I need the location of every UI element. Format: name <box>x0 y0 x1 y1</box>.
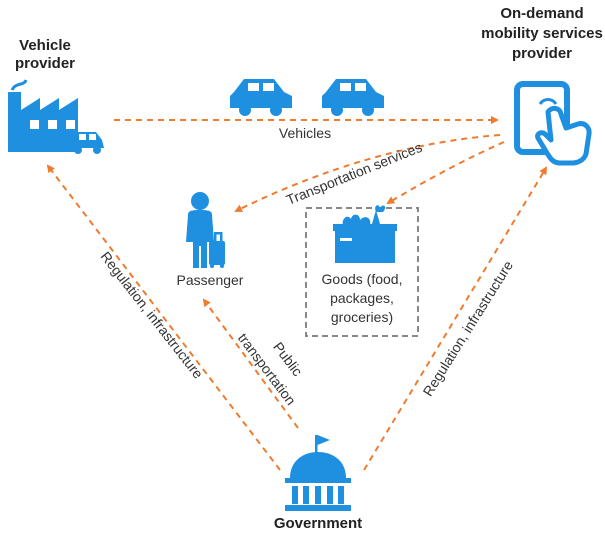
government-title: Government <box>274 515 362 532</box>
vehicle-provider-title-line1: Vehicle <box>19 37 71 54</box>
mobility-provider-title-line2: mobility services <box>481 25 603 42</box>
goods-label-line1: Goods (food, <box>322 271 403 287</box>
regulation-left-label: Regulation, infrastructure <box>97 248 206 381</box>
factory-icon <box>8 79 104 154</box>
arrow-transportation-to-passenger <box>234 134 501 212</box>
transportation-services-label: Transportation services <box>284 139 424 208</box>
passenger-icon <box>186 192 225 268</box>
arrow-to-goods <box>386 141 505 205</box>
passenger-label: Passenger <box>177 272 244 288</box>
arrow-public-transportation <box>202 298 299 429</box>
government-building-icon <box>285 435 351 511</box>
goods-label-line2: packages, <box>330 290 394 306</box>
arrow-regulation-left <box>46 164 281 471</box>
vehicles-label: Vehicles <box>279 125 331 141</box>
goods-box <box>305 207 419 337</box>
car-icon <box>322 79 384 116</box>
car-icon <box>230 79 292 116</box>
goods-label-line3: groceries) <box>331 309 393 325</box>
mobility-provider-title-line1: On-demand <box>500 5 583 22</box>
regulation-right-label: Regulation, infrastructure <box>420 258 517 399</box>
tablet-touch-icon <box>514 81 592 166</box>
vehicle-provider-title-line2: provider <box>15 55 75 72</box>
grocery-box-icon <box>333 205 397 263</box>
mobility-provider-title-line3: provider <box>512 45 572 62</box>
arrow-regulation-right <box>363 166 548 471</box>
